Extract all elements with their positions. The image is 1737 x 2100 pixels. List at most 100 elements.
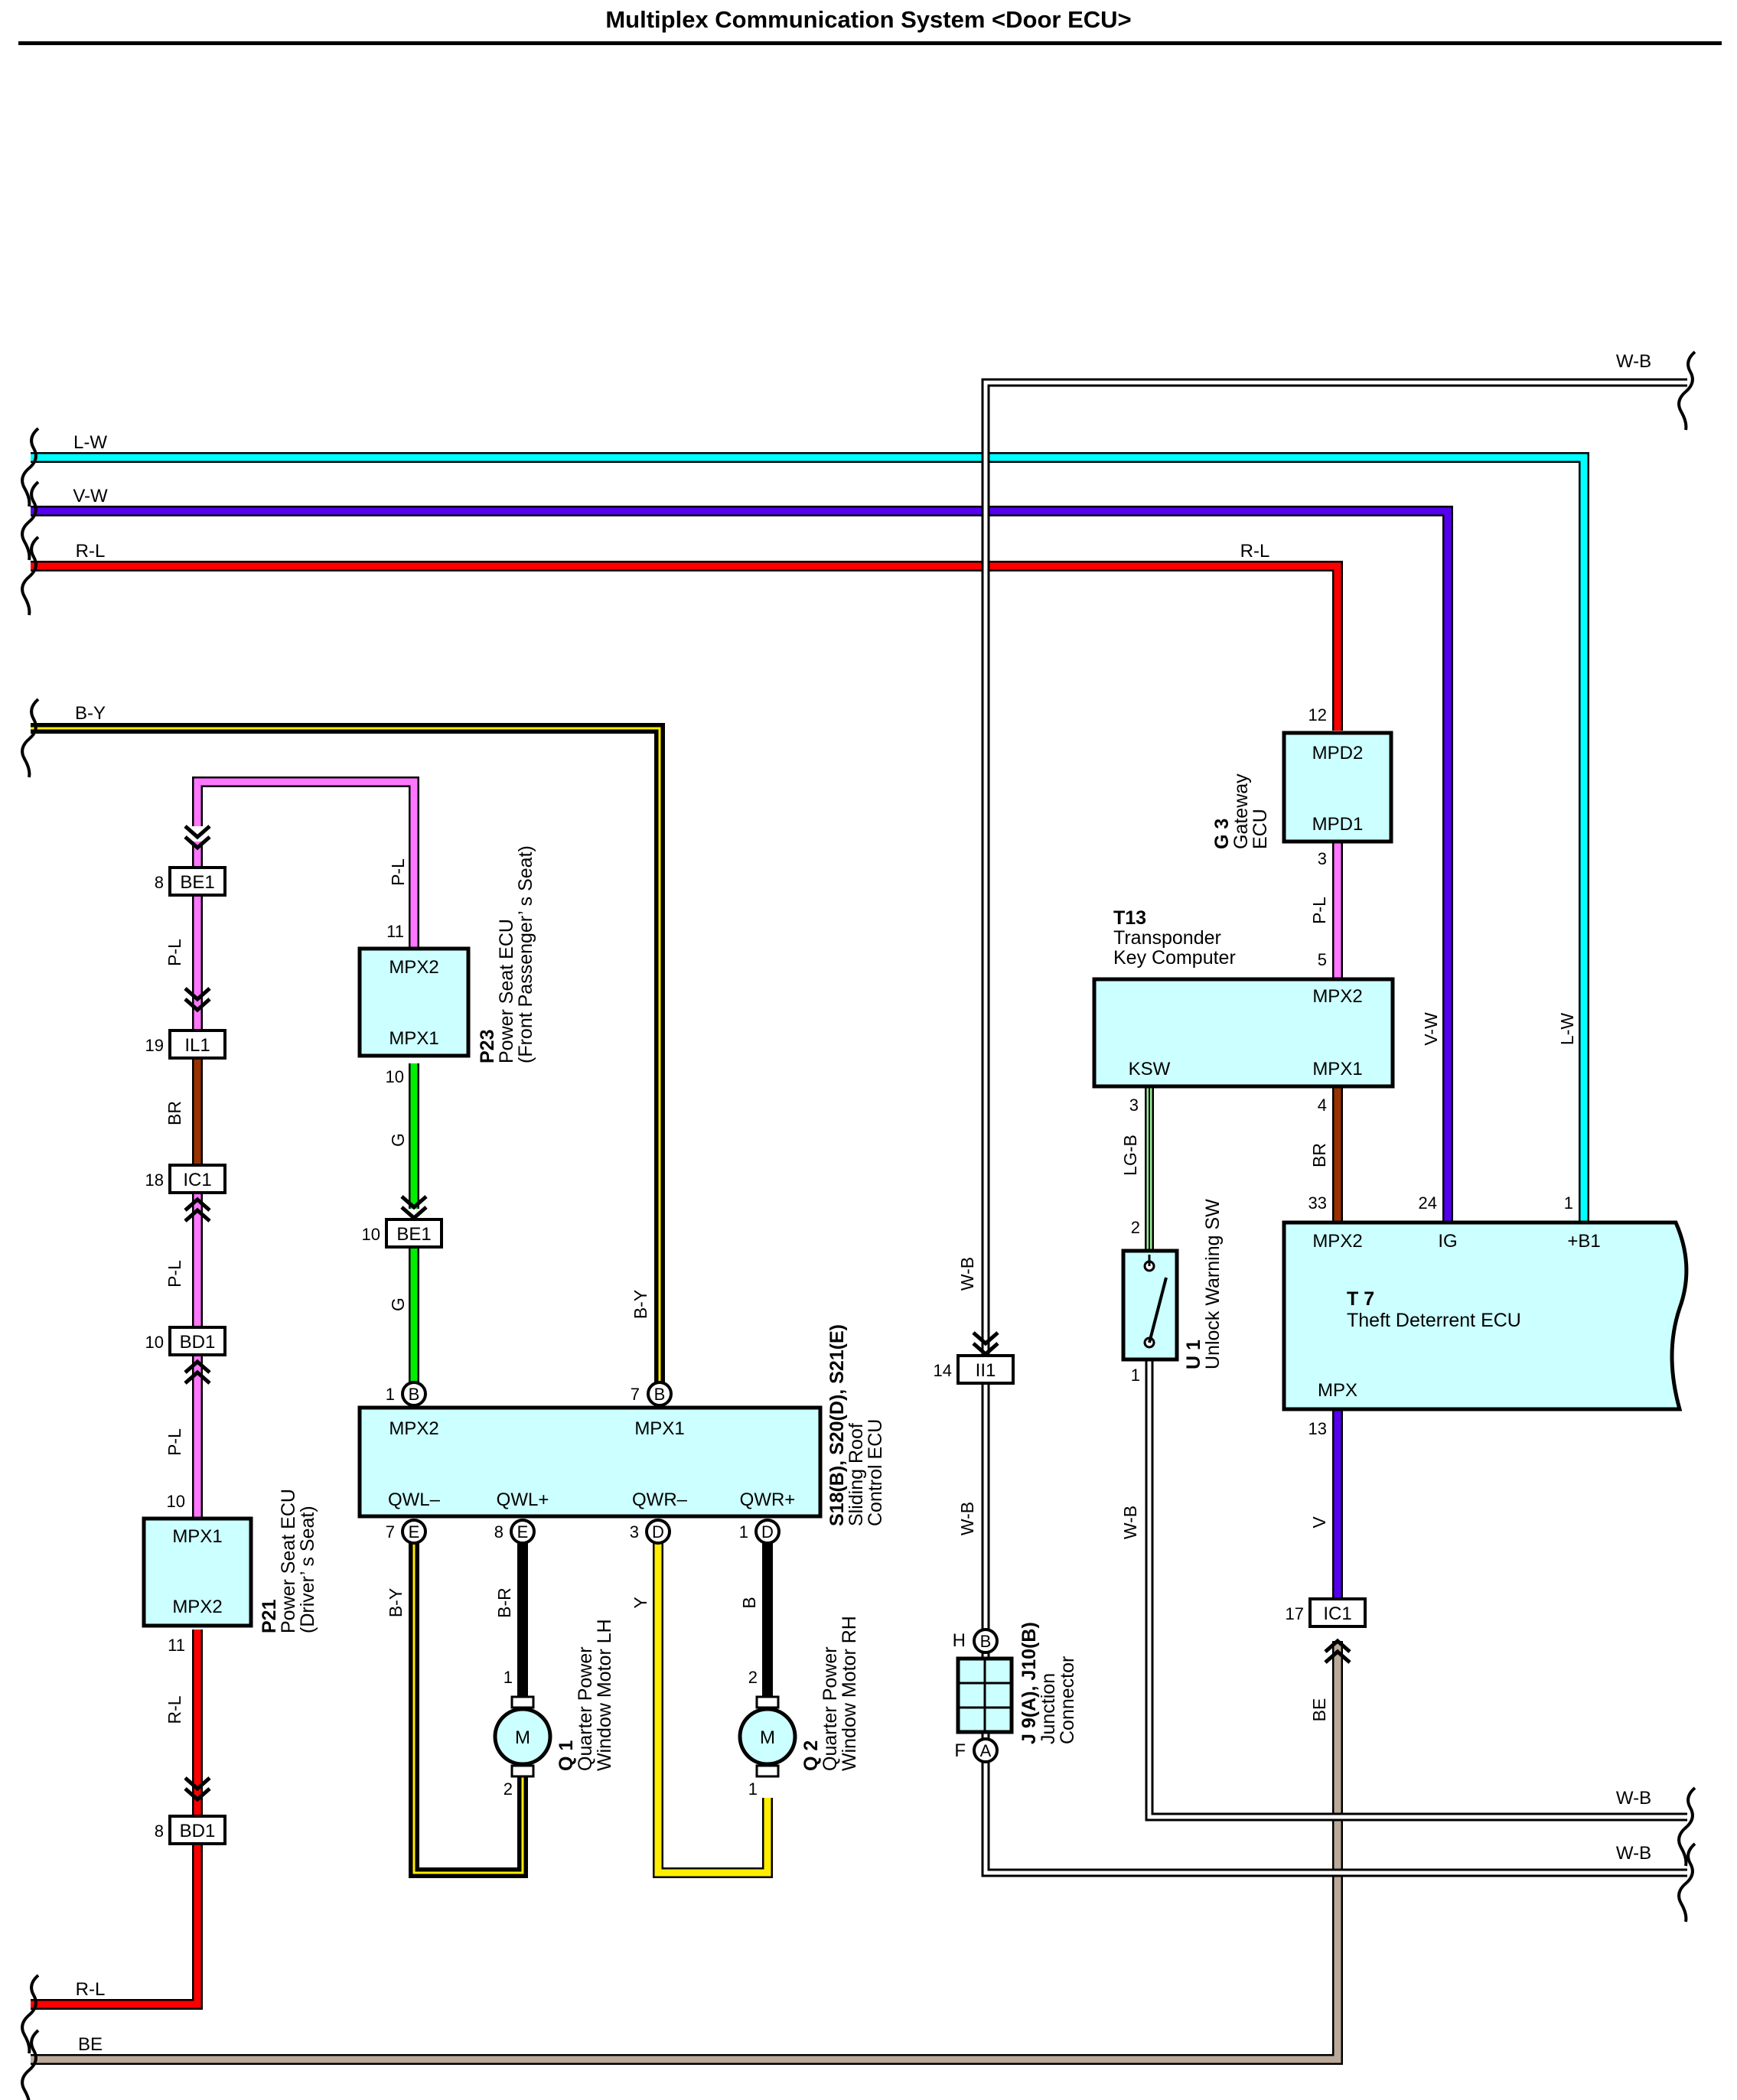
brace-wb-b1 [1677,1786,1696,1867]
label-by-s18: B-Y [631,1290,650,1319]
s18-name1: Sliding Roof [846,1423,867,1526]
motor-q2-m: M [760,1727,775,1748]
wire-lw-bus [31,454,1588,1223]
label-pl-2: P-L [165,1260,184,1288]
t13-term-mpx2: MPX2 [1312,986,1362,1007]
p21-name1: Power Seat ECU [278,1489,299,1633]
p21-term-mpx1: MPX1 [172,1526,222,1547]
wire-rl-bot-stripe [31,1844,197,2004]
j9-code: J 9(A), J10(B) [1018,1622,1040,1744]
label-pl-1: P-L [165,939,184,966]
p23-box [357,946,471,1058]
t13-name2: Key Computer [1113,947,1236,969]
motor-q2-tab-bot [755,1764,780,1778]
label-pl-g3: P-L [1309,897,1329,924]
s18-pin-circle-qwrm [645,1519,671,1545]
g3-pin-3: 3 [1318,849,1327,868]
label-pl-p23: P-L [388,858,408,886]
label-br-t13: BR [1309,1143,1329,1167]
labels-layer: L-WV-WR-LB-YW-BR-LR-LBEP-LBRP-LP-LR-LMPX… [21,350,1696,2100]
g3-pin-12: 12 [1308,705,1327,724]
t7-code: T 7 [1347,1288,1374,1310]
p23-name2: (Front Passenger’ s Seat) [515,845,536,1063]
t7-term-mpx2: MPX2 [1312,1231,1362,1252]
brace-by [21,698,40,778]
label-y-q2: Y [631,1597,650,1608]
t13-pin-5: 5 [1318,950,1327,969]
label-wb-j1: W-B [957,1257,977,1291]
t7-box [1282,1220,1689,1411]
u1-name1: Unlock Warning SW [1202,1199,1224,1369]
g3-name2: ECU [1250,809,1271,849]
wire-be-bot [31,1641,1341,2063]
j9-grid [958,1659,1012,1732]
motor-q1-tab-bot [510,1764,535,1778]
chevron-ic1-a [184,1197,211,1223]
j9-name1: Junction [1038,1673,1059,1744]
t13-term-ksw: KSW [1129,1059,1171,1079]
p21-pin-11: 11 [168,1636,185,1655]
t13-pin-4: 4 [1318,1096,1327,1115]
s18-pin-3: 3 [630,1522,639,1542]
t7-term-b1: +B1 [1567,1231,1600,1252]
wire-y-q2-outline [653,1538,773,1878]
connector-bd1-a-rect [168,1326,226,1356]
label-wb-b2: W-B [1616,1843,1651,1864]
p23-pin-10: 10 [386,1067,404,1086]
motor-q1-body [493,1707,552,1766]
label-vw-t7: V-W [1421,1012,1441,1046]
s18-name2: Control ECU [865,1419,886,1526]
label-br-left: BR [165,1101,184,1125]
j9-term-f: F [954,1740,966,1761]
t7-term-ig: IG [1438,1231,1457,1252]
g3-term-mpd2: MPD2 [1312,743,1364,763]
t7-name1: Theft Deterrent ECU [1347,1310,1521,1331]
q1-name1: Quarter Power [575,1646,596,1771]
label-by: B-Y [75,703,106,724]
connector-be1-b-pin: 10 [362,1225,380,1244]
connector-ic1-b-pin: 17 [1286,1604,1304,1623]
chevron-il1 [184,987,211,1013]
s18-pin-1b: 1 [739,1522,748,1542]
q2-pin-1: 1 [748,1779,758,1799]
s18-code: S18(B), S20(D), S21(E) [826,1324,848,1526]
connector-ii1-pin: 14 [934,1361,952,1380]
connector-ic1-a-pin: 18 [145,1170,164,1190]
chevron-ii1 [972,1331,999,1357]
g3-name1: Gateway [1230,773,1252,849]
brace-rl [21,536,40,616]
label-rl-bot: R-L [76,1979,106,2000]
s18-pin-circle-qwrp-letter: D [761,1522,774,1542]
wire-rl-bot-outline [31,1844,203,2010]
p21-name2: (Driver’ s Seat) [297,1506,318,1633]
wire-vw-bus-outline [31,506,1453,1223]
wire-by-bus-outline [31,723,665,1394]
t13-name1: Transponder [1113,927,1221,949]
j9-pin-circle-a [973,1737,999,1763]
u1-code: U 1 [1183,1340,1204,1369]
chevron-be1-b [400,1195,428,1221]
t7-pin-13: 13 [1308,1419,1327,1438]
connector-be1-a-label: BE1 [180,872,214,893]
u1-blade [1148,1277,1168,1343]
q1-code: Q 1 [556,1740,577,1771]
label-lw-t7: L-W [1557,1013,1577,1045]
t7-term-mpx: MPX [1318,1380,1357,1401]
wire-pl-loop [194,778,418,965]
t13-pin-3: 3 [1129,1096,1139,1115]
wire-rl-bot [31,1844,201,2008]
q2-pin-2: 2 [748,1668,758,1687]
s18-term-mpx2: MPX2 [389,1418,438,1439]
u1-pin-1: 1 [1131,1366,1140,1385]
wire-vw-bus [31,507,1452,1223]
brace-wb-top [1677,350,1696,431]
t7-pin-33: 33 [1308,1193,1327,1213]
label-br-q1: B-R [494,1587,514,1618]
